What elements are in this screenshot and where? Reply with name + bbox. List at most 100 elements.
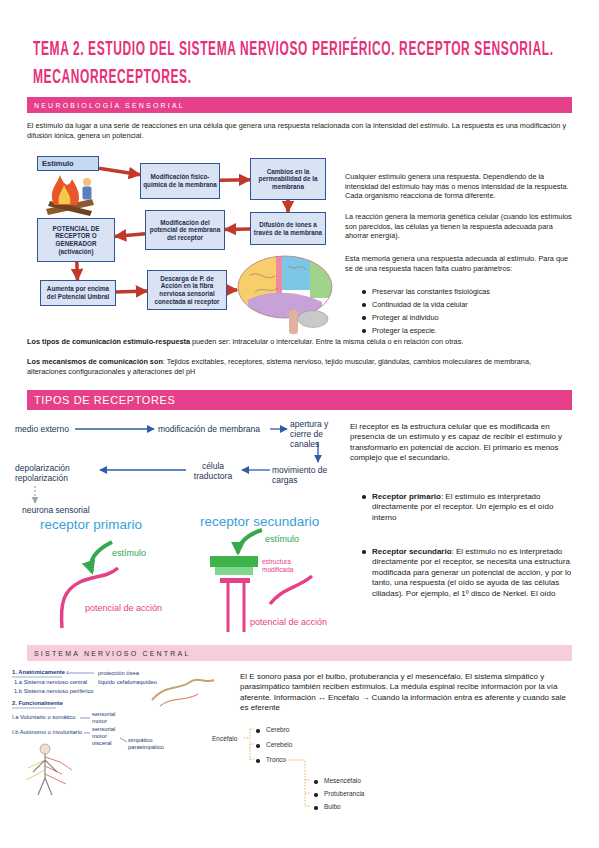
- tree-item: Protuberancia: [314, 790, 394, 798]
- section-band: TIPOS DE RECEPTORES: [27, 390, 572, 410]
- flow-arrow: [270, 428, 287, 429]
- stimulus-label: estímulo: [265, 534, 325, 544]
- node-text: Descarga de P. de Acción en la fibra ner…: [150, 275, 224, 305]
- tree-item: Mesencéfalo: [314, 777, 394, 785]
- node-text: Modificación físico-química de la membra…: [143, 173, 217, 188]
- paragraph: Los tipos de comunicación estímulo-respu…: [27, 337, 572, 347]
- sentence: pueden ser: intracelular o intercelular.…: [192, 337, 463, 346]
- flow-step: movimiento de cargas: [272, 465, 352, 485]
- underline: [12, 677, 62, 678]
- paragraph: La reacción genera la memoria genética c…: [345, 212, 573, 241]
- page-title: TEMA 2. ESTUDIO DEL SISTEMA NERVIOSO PER…: [33, 34, 573, 90]
- receptor-shape: [227, 583, 230, 632]
- paragraph: El estímulo da lugar a una serie de reac…: [27, 121, 572, 140]
- modified-structure: [210, 556, 258, 567]
- tree-item: Cerebro: [256, 726, 326, 734]
- scheme-item: protección ósea: [98, 670, 158, 677]
- process-box: Estímulo: [37, 156, 99, 171]
- node-text: Aumenta por encima del Potencial Umbral: [43, 285, 113, 300]
- flow-arrow: [34, 486, 35, 503]
- process-box: POTENCIAL DE RECEPTOR O GENERADOR(activa…: [37, 218, 115, 262]
- scheme-item: I.a Voluntario o somático: [12, 714, 87, 721]
- underline: [12, 708, 56, 709]
- scheme-heading: 1. Anatómicamente :: [12, 669, 72, 676]
- flow-arrow: [100, 469, 186, 470]
- bullet-item: Continuidad de la vida celular: [362, 300, 582, 310]
- process-box: Modificación del potencial de membrana d…: [145, 210, 225, 250]
- process-box: Modificación físico-química de la membra…: [140, 163, 220, 199]
- bullet-item: Proteger la especie.: [362, 326, 582, 336]
- node-text: Estímulo: [42, 160, 96, 168]
- bullet-item: Proteger al individuo: [362, 313, 582, 323]
- leader-line: [80, 718, 90, 719]
- scheme-heading: 2. Funcionalmente: [12, 700, 72, 707]
- cerebellum: [298, 311, 328, 328]
- flow-step: célula traductora: [188, 461, 238, 481]
- flame: [59, 185, 71, 204]
- stimulus-label: estímulo: [112, 548, 172, 558]
- flow-arrow: [225, 227, 250, 231]
- flow-arrow: [115, 234, 145, 237]
- tree-item: Bulbo: [314, 803, 394, 811]
- paragraph: El receptor es la estructura celular que…: [350, 422, 572, 464]
- paragraph: Cualquier estímulo genera una respuesta.…: [345, 172, 573, 201]
- flow-step: neurona sensorial: [22, 505, 122, 515]
- paragraph: Los mecanismos de comunicación son: Teji…: [27, 357, 572, 376]
- scheme-item: simpático parasimpático: [128, 737, 168, 751]
- flow-arrow: [75, 262, 79, 280]
- brain-lobe: [276, 254, 282, 294]
- flow-arrow: [242, 469, 270, 470]
- flow-arrow: [220, 178, 250, 182]
- stimulus-arrow: [238, 530, 262, 553]
- brain-stem: [289, 310, 298, 334]
- nerve-drawing: [152, 680, 214, 700]
- nerve-drawing: [45, 757, 72, 784]
- scheme-item: 1.b Sistema nervioso periférico: [14, 688, 104, 695]
- nerve-drawing: [26, 760, 45, 780]
- node-text: SISTEMA NERVIOSO CENTRAL: [34, 650, 191, 657]
- node-text: (activación): [40, 248, 112, 256]
- flow-step: apertura y cierre de canales: [290, 419, 350, 449]
- bracket: [244, 729, 254, 760]
- paragraph: Esta memoria genera una respuesta adecua…: [345, 254, 573, 273]
- flame: [52, 175, 79, 205]
- section-band: NEUROBIOLOGÍA SENSORIAL: [27, 97, 572, 113]
- paragraph: El E sonoro pasa por el bulbo, protubera…: [240, 672, 575, 714]
- flow-step: depolarización repolarización: [15, 463, 95, 483]
- person-body: [83, 187, 92, 200]
- body-head: [40, 744, 50, 754]
- flow-arrow: [99, 168, 140, 174]
- part-label: estructura modificada: [262, 558, 312, 573]
- brain-sulcus: [250, 266, 306, 292]
- brain-lobe: [310, 254, 334, 298]
- bracket: [285, 760, 310, 806]
- signal-label: potencial de acción: [85, 603, 185, 613]
- receptor-title: receptor secundario: [200, 514, 360, 529]
- flow-arrow: [116, 289, 147, 293]
- flow-arrow: [286, 200, 290, 212]
- bullet-paragraph: Receptor primario: El estímulo es interp…: [362, 492, 572, 523]
- bullet-paragraph: Receptor secundario: El estímulo no es i…: [362, 547, 572, 599]
- process-box: Descarga de P. de Acción en la fibra ner…: [147, 270, 227, 310]
- signal-label: potencial de acción: [250, 617, 350, 627]
- bold-phrase: Los mecanismos de comunicación son: [27, 357, 163, 366]
- leader-line: [120, 738, 127, 742]
- person-head: [83, 178, 91, 186]
- scheme-item: I.b Autónomo o involuntario: [12, 729, 92, 736]
- flow-step: modificación de membrana: [158, 424, 278, 434]
- node-text: Difusión de iones a través de la membran…: [253, 221, 323, 236]
- bold-phrase: Receptor secundario: [372, 547, 452, 556]
- tree-item: Cerebelo: [256, 741, 326, 749]
- bold-phrase: Receptor primario: [372, 492, 441, 501]
- scheme-item: sensorial motor: [92, 711, 117, 725]
- section-band: SISTEMA NERVIOSO CENTRAL: [27, 645, 572, 661]
- receptor-shape: [62, 568, 118, 628]
- leader-line: [66, 673, 94, 674]
- receptor-shape: [243, 583, 246, 632]
- process-box: Cambios en la permeabilidad de la membra…: [250, 158, 326, 200]
- nerve-drawing: [160, 694, 198, 706]
- receptor-title: receptor primario: [40, 517, 200, 532]
- flow-arrow: [75, 428, 154, 429]
- scheme-item: líquido cefalorraquídeo: [98, 679, 168, 686]
